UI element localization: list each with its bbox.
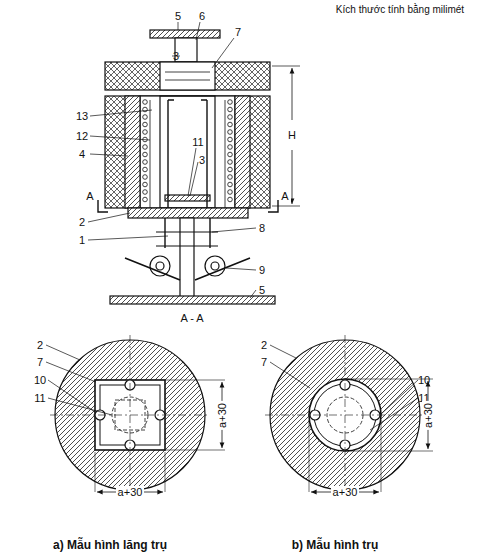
callout-number: 7 [261, 357, 267, 368]
callout-number: 2 [37, 340, 43, 351]
dimension-note: Kích thước tính bằng milimét [336, 5, 464, 15]
coil-winding [143, 152, 148, 157]
callout-number: 10 [418, 375, 430, 386]
coil-winding [143, 197, 148, 202]
callout-number: 1 [79, 235, 85, 246]
coil-winding [228, 152, 233, 157]
callout-number: 11 [192, 137, 203, 148]
dimension-label: a+30 [216, 401, 229, 430]
coil-winding [228, 167, 233, 172]
dimension-label: a+30 [422, 401, 435, 430]
callout-number: 6 [199, 11, 205, 22]
callout-number: 5 [175, 11, 181, 22]
callout-number: 5 [259, 285, 265, 296]
callout-number: 11 [34, 393, 45, 404]
coil-winding [143, 175, 148, 180]
coil-winding [143, 145, 148, 150]
callout-number: 12 [76, 131, 88, 142]
coil-winding [143, 115, 148, 120]
coil-winding [228, 182, 233, 187]
callout-number: 10 [34, 375, 46, 386]
figure-caption: b) Mẫu hình trụ [292, 539, 379, 551]
dimension-label: H [286, 129, 298, 142]
coil-winding [143, 182, 148, 187]
section-mark: A [84, 190, 95, 203]
callout-number: 3 [173, 51, 179, 62]
coil-winding [228, 175, 233, 180]
coil-winding [228, 190, 233, 195]
section-title: A - A [180, 313, 203, 324]
callout-number: 8 [259, 223, 265, 234]
coil-winding [143, 167, 148, 172]
coil-winding [143, 122, 148, 127]
coil-winding [143, 100, 148, 105]
section-mark: A [279, 190, 290, 203]
callout-number: 9 [259, 265, 265, 276]
coil-winding [228, 107, 233, 112]
callout-number: 7 [235, 27, 241, 38]
coil-winding [228, 137, 233, 142]
coil-winding [228, 130, 233, 135]
callout-number: 2 [79, 217, 85, 228]
callout-number: 13 [76, 111, 88, 122]
coil-winding [228, 145, 233, 150]
callout-number: 4 [79, 149, 85, 160]
callout-number: 2 [261, 340, 267, 351]
coil-winding [228, 100, 233, 105]
coil-winding [143, 130, 148, 135]
figure-caption: a) Mẫu hình lăng trụ [53, 539, 167, 551]
coil-winding [143, 160, 148, 165]
dimension-label: a+30 [331, 486, 360, 499]
callout-number: 7 [37, 357, 43, 368]
coil-winding [143, 190, 148, 195]
coil-winding [228, 197, 233, 202]
coil-winding [228, 122, 233, 127]
dimension-label: a+30 [116, 486, 145, 499]
callout-number: 3 [199, 155, 205, 166]
coil-winding [228, 115, 233, 120]
coil-winding [228, 160, 233, 165]
